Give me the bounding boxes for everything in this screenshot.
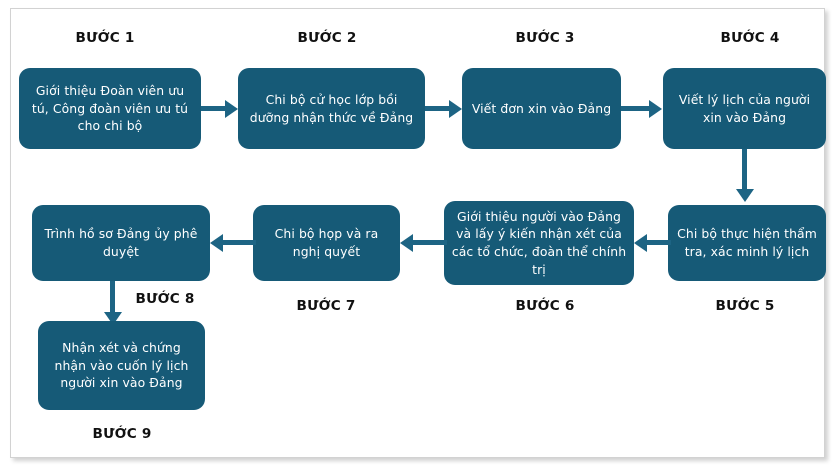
step-label-7: BƯỚC 7 <box>296 298 356 314</box>
node-step-2[interactable]: Chi bộ cử học lớp bồi dưỡng nhận thức về… <box>238 68 425 149</box>
arrow-step7-to-step8-head <box>210 233 223 252</box>
step-label-8: BƯỚC 8 <box>135 291 195 307</box>
arrow-step5-to-step6-line <box>647 240 671 245</box>
node-step-7[interactable]: Chi bộ họp và ra nghị quyết <box>253 205 400 281</box>
step-label-2: BƯỚC 2 <box>297 30 357 46</box>
node-step-2-text: Chi bộ cử học lớp bồi dưỡng nhận thức về… <box>249 91 414 125</box>
node-step-4[interactable]: Viết lý lịch của người xin vào Đảng <box>663 68 826 149</box>
arrow-step6-to-step7-head <box>400 233 413 252</box>
arrow-step1-to-step2-line <box>201 106 226 111</box>
node-step-5-text: Chi bộ thực hiện thẩm tra, xác minh lý l… <box>677 226 817 259</box>
node-step-5[interactable]: Chi bộ thực hiện thẩm tra, xác minh lý l… <box>668 205 826 281</box>
arrow-step3-to-step4-head <box>649 99 662 118</box>
step-label-4: BƯỚC 4 <box>720 30 780 46</box>
arrow-step7-to-step8-line <box>223 240 256 245</box>
node-step-8[interactable]: Trình hồ sơ Đảng ủy phê duyệt <box>32 205 210 281</box>
arrow-step4-to-step5-line <box>742 149 747 190</box>
arrow-step2-to-step3-head <box>449 99 462 118</box>
node-step-3[interactable]: Viết đơn xin vào Đảng <box>462 68 621 149</box>
step-label-9: BƯỚC 9 <box>92 426 152 442</box>
node-step-1[interactable]: Giới thiệu Đoàn viên ưu tú, Công đoàn vi… <box>19 68 201 149</box>
step-label-5: BƯỚC 5 <box>715 298 775 314</box>
node-step-6[interactable]: Giới thiệu người vào Đảng và lấy ý kiến … <box>444 201 634 285</box>
arrow-step1-to-step2-head <box>225 99 238 118</box>
arrow-step2-to-step3-line <box>425 106 450 111</box>
node-step-7-text: Chi bộ họp và ra nghị quyết <box>274 226 379 259</box>
node-step-9[interactable]: Nhận xét và chứng nhận vào cuốn lý lịch … <box>38 321 205 410</box>
node-step-4-text: Viết lý lịch của người xin vào Đảng <box>678 91 811 125</box>
node-step-8-text: Trình hồ sơ Đảng ủy phê duyệt <box>44 226 198 259</box>
step-label-6: BƯỚC 6 <box>515 298 575 314</box>
arrow-step5-to-step6-head <box>634 233 647 252</box>
step-label-1: BƯỚC 1 <box>75 30 135 46</box>
arrow-step8-to-step9-line <box>110 281 115 313</box>
node-step-3-text: Viết đơn xin vào Đảng <box>471 100 612 116</box>
arrow-step4-to-step5-head <box>735 189 754 202</box>
arrow-step6-to-step7-line <box>413 240 447 245</box>
node-step-6-text: Giới thiệu người vào Đảng và lấy ý kiến … <box>451 208 627 277</box>
node-step-1-text: Giới thiệu Đoàn viên ưu tú, Công đoàn vi… <box>31 83 189 134</box>
node-step-9-text: Nhận xét và chứng nhận vào cuốn lý lịch … <box>54 340 189 391</box>
arrow-step3-to-step4-line <box>621 106 650 111</box>
step-label-3: BƯỚC 3 <box>515 30 575 46</box>
